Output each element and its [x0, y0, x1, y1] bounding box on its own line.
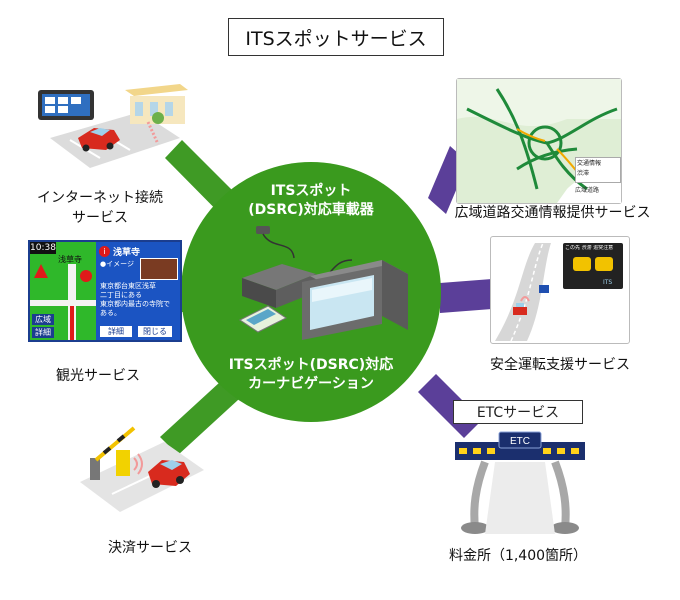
- safety-car-red-icon: [513, 303, 527, 315]
- place-description: 東京都台東区浅草 二丁目にある 東京都内最古の寺院で ある。: [100, 282, 170, 318]
- road-horizontal: [30, 300, 96, 306]
- safety-car-blue-icon: [539, 285, 549, 293]
- gate-road-icon: [485, 462, 555, 534]
- road-info-service-label: 広域道路交通情報提供サービス: [454, 205, 651, 221]
- payment-service-label: 決済サービス: [108, 540, 192, 556]
- center-top-label: ITSスポット (DSRC)対応車載器: [221, 182, 401, 220]
- current-location-icon: [34, 264, 48, 278]
- detail-left-button[interactable]: 詳細: [32, 327, 54, 338]
- map-legend-line1: 交通情報: [577, 160, 602, 167]
- sightseeing-info-panel: i 浅草寺 ●イメージ 東京都台東区浅草 二丁目にある 東京都内最古の寺院で あ…: [96, 242, 180, 340]
- center-top-line1: ITSスポット: [270, 183, 352, 199]
- payment-service-illustration: [80, 426, 204, 512]
- etc-sign-icon: [498, 431, 542, 449]
- curved-road-illustration: [495, 242, 551, 342]
- page-title: ITSスポットサービス: [228, 18, 444, 56]
- desc-line1: 東京都台東区浅草: [100, 282, 156, 290]
- map-place-label: 浅草寺: [58, 255, 82, 264]
- close-button[interactable]: 閉じる: [138, 326, 172, 337]
- wide-area-button[interactable]: 広域: [32, 314, 54, 325]
- safety-service-label: 安全運転支援サービス: [490, 357, 630, 373]
- warning-cars-icon-2: [595, 257, 613, 271]
- desc-line2: 二丁目にある: [100, 291, 142, 299]
- warning-text: この先 渋滞 追突注意: [565, 245, 614, 251]
- car-icon: [78, 128, 120, 152]
- detail-button[interactable]: 詳細: [100, 326, 132, 337]
- payment-car-icon: [148, 460, 190, 488]
- warning-footer: ITS: [603, 279, 613, 286]
- warning-display: この先 渋滞 追突注意 ITS: [563, 243, 623, 289]
- center-top-line2: (DSRC)対応車載器: [248, 202, 374, 218]
- center-bottom-line2: カーナビゲーション: [248, 376, 374, 392]
- temple-photo: [140, 258, 178, 280]
- map-footer: 広域道路: [575, 187, 600, 194]
- payment-lane-icon: [80, 442, 204, 512]
- place-name: 浅草寺: [113, 247, 141, 258]
- sightseeing-map: 10:38 浅草寺 広域 詳細: [30, 242, 96, 340]
- safety-support-panel: この先 渋滞 追突注意 ITS: [490, 236, 630, 344]
- center-bottom-line1: ITSスポット(DSRC)対応: [228, 357, 394, 373]
- monitor-icon: [38, 90, 94, 120]
- etc-sign-text: ETC: [510, 436, 530, 447]
- internet-service-line1: インターネット接続: [37, 190, 163, 206]
- internet-service-illustration: [38, 84, 188, 168]
- center-bottom-label: ITSスポット(DSRC)対応 カーナビゲーション: [201, 356, 421, 394]
- map-legend: 交通情報 渋滞: [575, 157, 621, 183]
- road-info-map: 交通情報 渋滞 広域道路: [456, 78, 622, 204]
- etc-gate-illustration: ETC: [455, 431, 585, 534]
- building-icon: [125, 84, 188, 124]
- desc-line3: 東京都内最古の寺院で: [100, 300, 170, 308]
- desc-line4: ある。: [100, 309, 121, 317]
- internet-service-line2: サービス: [72, 210, 128, 226]
- poi-info-icon: [80, 270, 92, 282]
- place-header: i 浅草寺: [99, 245, 177, 258]
- gate-pillar-right: [551, 460, 570, 529]
- etc-service-title: ETCサービス: [453, 400, 583, 424]
- sightseeing-screen: 10:38 浅草寺 広域 詳細 i 浅草寺 ●イメージ 東京都台東区浅草 二丁目…: [28, 240, 182, 342]
- navigation-unit-icon: [302, 260, 408, 340]
- info-badge-icon: i: [99, 245, 110, 257]
- gate-canopy-icon: [455, 442, 585, 460]
- connector-safety: [440, 279, 492, 313]
- payment-terminal-icon: [116, 450, 130, 476]
- gate-pillar-left: [470, 460, 489, 529]
- map-legend-line2: 渋滞: [577, 170, 590, 177]
- gate-barrier-icon: [90, 426, 136, 480]
- image-label: ●イメージ: [100, 260, 134, 268]
- sightseeing-service-label: 観光サービス: [56, 368, 140, 384]
- etc-card-icon: [239, 305, 287, 333]
- warning-cars-icon: [573, 257, 591, 271]
- route-line: [70, 306, 74, 340]
- etc-service-label: 料金所（1,400箇所）: [448, 548, 588, 564]
- antenna-icon: [256, 226, 270, 234]
- center-devices-illustration: [239, 226, 408, 340]
- clock-display: 10:38: [30, 242, 56, 254]
- internet-service-label: インターネット接続 サービス: [25, 188, 175, 228]
